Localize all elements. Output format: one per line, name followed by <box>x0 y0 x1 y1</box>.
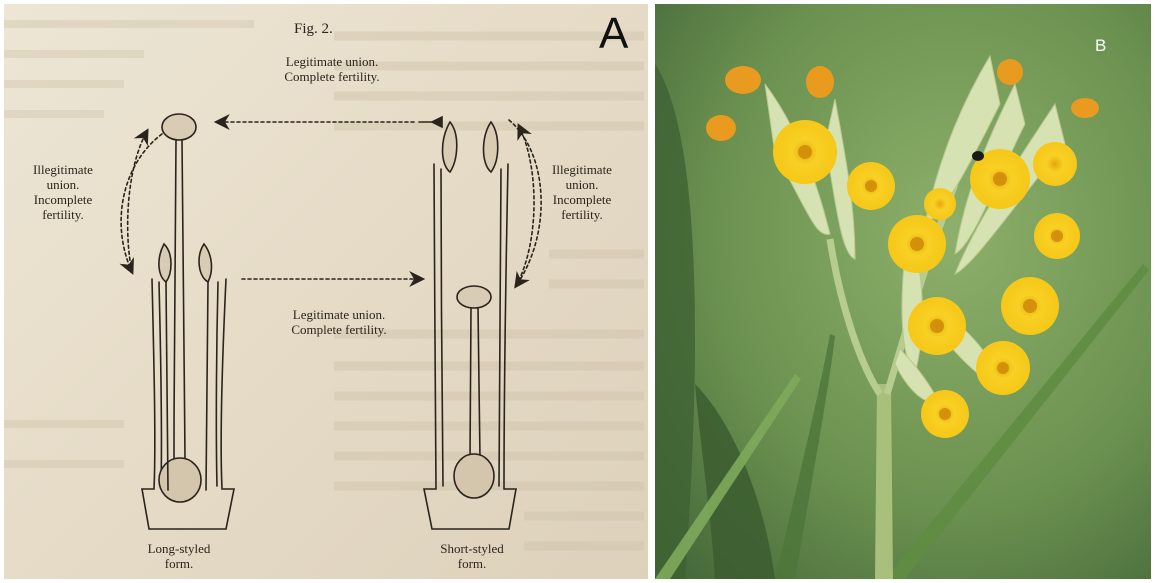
label-left-illegitimate: Illegitimateunion. Incompletefertility. <box>18 162 108 222</box>
panel-letter-a: A <box>599 12 628 56</box>
label-middle-legitimate: Legitimate union.Complete fertility. <box>254 307 424 337</box>
photo-panel-b: B <box>655 4 1151 579</box>
beetle <box>972 151 984 161</box>
panel-letter-b: B <box>1095 36 1106 56</box>
cowslip-photo <box>655 4 1151 579</box>
long-styled-flower <box>142 114 234 529</box>
label-long-styled-form: Long-styledform. <box>124 541 234 571</box>
union-arrows <box>121 120 541 286</box>
diagram-panel-a: A Fig. 2. Legitimate union.Complete fert… <box>4 4 648 579</box>
label-top-legitimate: Legitimate union.Complete fertility. <box>242 54 422 84</box>
figure-title: Fig. 2. <box>294 22 333 37</box>
short-styled-flower <box>424 122 516 529</box>
label-short-styled-form: Short-styledform. <box>412 541 532 571</box>
label-right-illegitimate: Illegitimateunion. Incompletefertility. <box>532 162 632 222</box>
heterostyly-drawing <box>4 4 648 579</box>
